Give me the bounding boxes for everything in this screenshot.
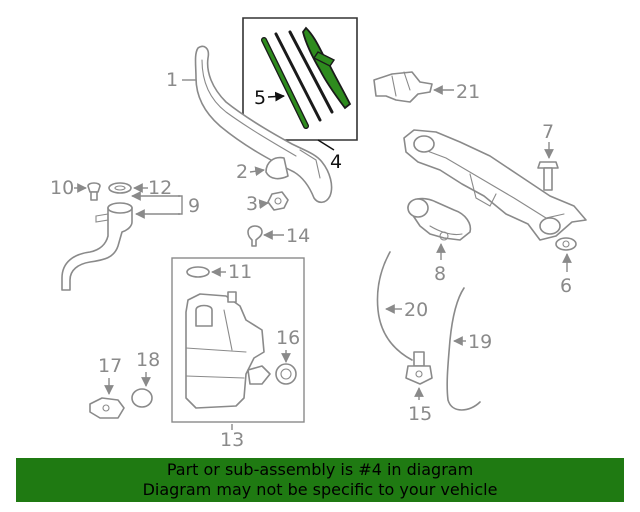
callout-20: 20 bbox=[404, 299, 428, 321]
callout-1: 1 bbox=[166, 69, 178, 91]
wiper-blade-set-group[interactable]: 5 4 bbox=[242, 17, 358, 173]
callout-12: 12 bbox=[148, 177, 172, 199]
grommet-11[interactable] bbox=[186, 266, 210, 278]
callout-2: 2 bbox=[236, 161, 248, 183]
callout-9: 9 bbox=[188, 195, 200, 217]
connector-17[interactable] bbox=[89, 397, 125, 419]
callout-13: 13 bbox=[220, 429, 244, 451]
callout-18: 18 bbox=[136, 349, 160, 371]
wiper-blade-assembly[interactable] bbox=[302, 26, 352, 110]
banner-line-1: Part or sub-assembly is #4 in diagram bbox=[166, 460, 474, 479]
wiper-linkage-frame[interactable] bbox=[403, 129, 587, 251]
callout-7: 7 bbox=[542, 121, 554, 143]
callout-21: 21 bbox=[456, 81, 480, 103]
washer-reservoir[interactable] bbox=[185, 291, 271, 409]
callout-6: 6 bbox=[560, 275, 572, 297]
info-banner: Part or sub-assembly is #4 in diagram Di… bbox=[16, 458, 624, 502]
washer-pump[interactable] bbox=[405, 351, 433, 385]
washer-hose-20[interactable] bbox=[376, 251, 413, 361]
callout-14: 14 bbox=[286, 225, 310, 247]
clip-14[interactable] bbox=[247, 225, 263, 247]
callout-4: 4 bbox=[330, 151, 342, 173]
filler-cap-12[interactable] bbox=[108, 182, 132, 194]
callout-19: 19 bbox=[468, 331, 492, 353]
washer-hose-19[interactable] bbox=[446, 287, 481, 411]
grommet-16[interactable] bbox=[275, 363, 297, 385]
callout-8: 8 bbox=[434, 263, 446, 285]
banner-line-2: Diagram may not be specific to your vehi… bbox=[142, 480, 498, 499]
wiper-arm-nut[interactable] bbox=[267, 191, 289, 211]
grommet-10[interactable] bbox=[87, 182, 101, 201]
wiper-motor[interactable] bbox=[407, 197, 472, 241]
connector-21[interactable] bbox=[373, 71, 433, 103]
wiper-blade-refill-secondary[interactable] bbox=[274, 30, 334, 122]
callout-5: 5 bbox=[254, 87, 266, 109]
callout-16: 16 bbox=[276, 327, 300, 349]
callout-11: 11 bbox=[228, 261, 252, 283]
callout-10: 10 bbox=[50, 177, 74, 199]
wiper-arm[interactable] bbox=[194, 45, 333, 204]
callout-17: 17 bbox=[98, 355, 122, 377]
washer-filler-neck[interactable] bbox=[61, 202, 133, 291]
callout-15: 15 bbox=[408, 403, 432, 425]
grommet-18[interactable] bbox=[131, 388, 153, 408]
wiper-blade-refill-5[interactable] bbox=[261, 37, 309, 129]
wiper-arm-cap[interactable] bbox=[265, 156, 289, 180]
bolt-7[interactable] bbox=[537, 161, 559, 191]
callout-3: 3 bbox=[246, 193, 258, 215]
parts-diagram: 5 4 1 2 3 14 21 7 bbox=[50, 17, 587, 451]
